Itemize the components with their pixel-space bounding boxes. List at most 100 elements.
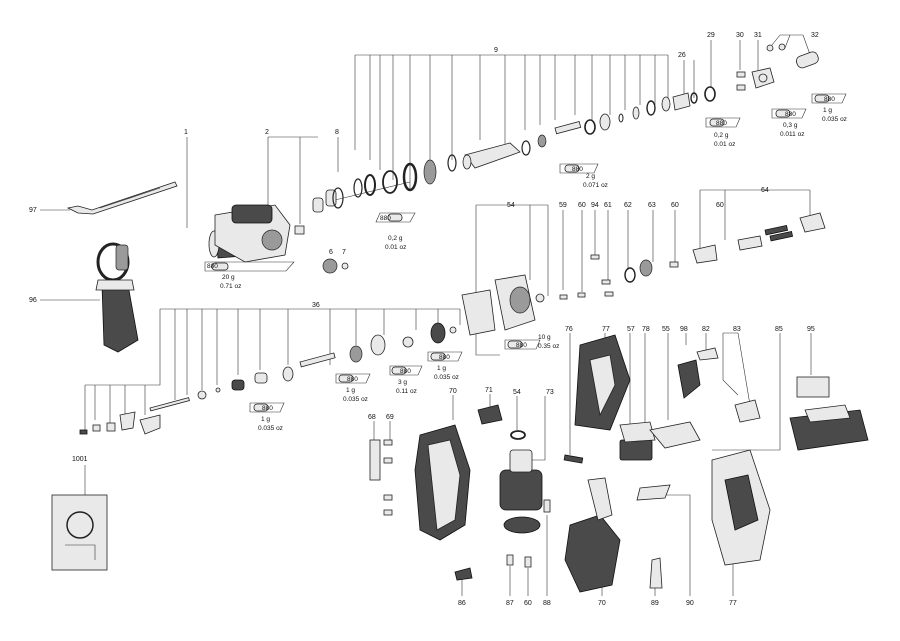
callout-71: 71: [485, 387, 493, 394]
lube-code: 880: [785, 111, 796, 118]
callout-90: 90: [686, 600, 694, 607]
part-76: [563, 454, 584, 464]
depth-stop-rod: [66, 181, 178, 215]
part-89: [649, 557, 663, 589]
lube-imperial: 0.01 oz: [714, 141, 735, 148]
callout-1: 1: [184, 129, 188, 136]
part-90-label: [636, 484, 671, 501]
lube-mass: 1 g: [437, 365, 446, 372]
callout-96: 96: [29, 297, 37, 304]
callout-29: 29: [707, 32, 715, 39]
lube-tag-8: 880 1 g 0.035 oz: [249, 402, 285, 432]
lube-tag-5: 880 0,3 g 0.011 oz: [771, 108, 807, 138]
lube-code: 880: [207, 263, 218, 270]
lube-mass: 1 g: [823, 107, 832, 114]
callout-97: 97: [29, 207, 37, 214]
callout-26: 26: [678, 52, 686, 59]
callout-numbers: 1 2 6 7 8 9 26 29 30 31 32 36 54 59 60 9…: [29, 32, 819, 607]
callout-60b: 60: [671, 202, 679, 209]
callout-32: 32: [811, 32, 819, 39]
side-handle: [95, 242, 139, 353]
lube-code: 880: [572, 166, 583, 173]
callout-85: 85: [775, 326, 783, 333]
callout-60c: 60: [716, 202, 724, 209]
parts: [51, 43, 869, 593]
lube-imperial: 0.071 oz: [583, 182, 608, 189]
lube-tag-6: 880 1 g 0.035 oz: [811, 93, 847, 123]
lube-mass: 2 g: [586, 173, 595, 180]
callout-59: 59: [559, 202, 567, 209]
lube-tag-9: 880 3 g 0.11 oz: [389, 365, 423, 395]
gear-housing: [214, 204, 305, 263]
callout-8: 8: [335, 129, 339, 136]
motor-housing-70b: [564, 477, 621, 593]
callout-76: 76: [565, 326, 573, 333]
lube-imperial: 0.011 oz: [780, 131, 804, 138]
lube-imperial: 0.035 oz: [434, 374, 459, 381]
lube-tag-11: 880 1 g 0.035 oz: [427, 351, 463, 381]
handle-half-77: [574, 334, 631, 431]
part-6-nut: [322, 258, 338, 274]
part-88: [543, 499, 551, 513]
callout-89: 89: [651, 600, 659, 607]
lube-imperial: 0.035 oz: [258, 425, 283, 432]
lube-code: 880: [380, 215, 391, 222]
callout-61a: 61: [604, 202, 612, 209]
callout-94: 94: [591, 202, 599, 209]
callout-60a: 60: [578, 202, 586, 209]
callout-62: 62: [624, 202, 632, 209]
callout-70a: 70: [449, 388, 457, 395]
part-60: [524, 556, 532, 568]
callout-69: 69: [386, 414, 394, 421]
callout-95: 95: [807, 326, 815, 333]
callout-83: 83: [733, 326, 741, 333]
part-83: [734, 399, 761, 423]
lube-tag-7: 880 10 g 0.35 oz: [504, 334, 559, 350]
lube-code: 880: [347, 376, 358, 383]
callout-64: 64: [761, 187, 769, 194]
hammer-mechanism-36: [79, 322, 457, 435]
callout-73: 73: [546, 389, 554, 396]
callout-78: 78: [642, 326, 650, 333]
lube-mass: 1 g: [261, 416, 270, 423]
sticker-1001: [51, 494, 108, 571]
parts-30-32: [736, 43, 819, 91]
lube-tag-4: 880 0,2 g 0.01 oz: [705, 117, 741, 148]
lube-mass: 3 g: [398, 379, 407, 386]
callout-9: 9: [494, 47, 498, 54]
screws-group: [559, 254, 679, 300]
callout-54b: 54: [513, 389, 521, 396]
callout-98: 98: [680, 326, 688, 333]
lube-code: 880: [824, 96, 835, 103]
part-98: [677, 359, 701, 399]
callout-55: 55: [662, 326, 670, 333]
lube-code: 880: [262, 405, 273, 412]
callout-77b: 77: [729, 600, 737, 607]
lube-tag-10: 880 1 g 0.035 oz: [335, 373, 371, 403]
battery-pack: [789, 404, 869, 451]
housing-half-85: [711, 449, 771, 566]
part-7-washer: [341, 262, 349, 270]
callout-82: 82: [702, 326, 710, 333]
lube-imperial: 0.035 oz: [343, 396, 368, 403]
motor-housing-70: [414, 424, 471, 541]
gear-cover-54: [461, 274, 545, 336]
callout-30: 30: [736, 32, 744, 39]
lube-mass: 0,2 g: [714, 132, 729, 139]
lube-code: 880: [400, 368, 411, 375]
callout-86: 86: [458, 600, 466, 607]
lube-mass: 10 g: [538, 334, 551, 341]
part-71: [477, 404, 503, 425]
lube-imperial: 0.01 oz: [385, 244, 406, 251]
lube-imperial: 0.35 oz: [538, 343, 559, 350]
lube-mass: 0,2 g: [388, 235, 403, 242]
callout-70b: 70: [598, 600, 606, 607]
part-82: [696, 347, 719, 361]
lube-imperial: 0.035 oz: [822, 116, 847, 123]
callout-2: 2: [265, 129, 269, 136]
rating-plate-95: [796, 376, 830, 398]
lube-mass: 0,3 g: [783, 122, 798, 129]
callout-54a: 54: [507, 202, 515, 209]
